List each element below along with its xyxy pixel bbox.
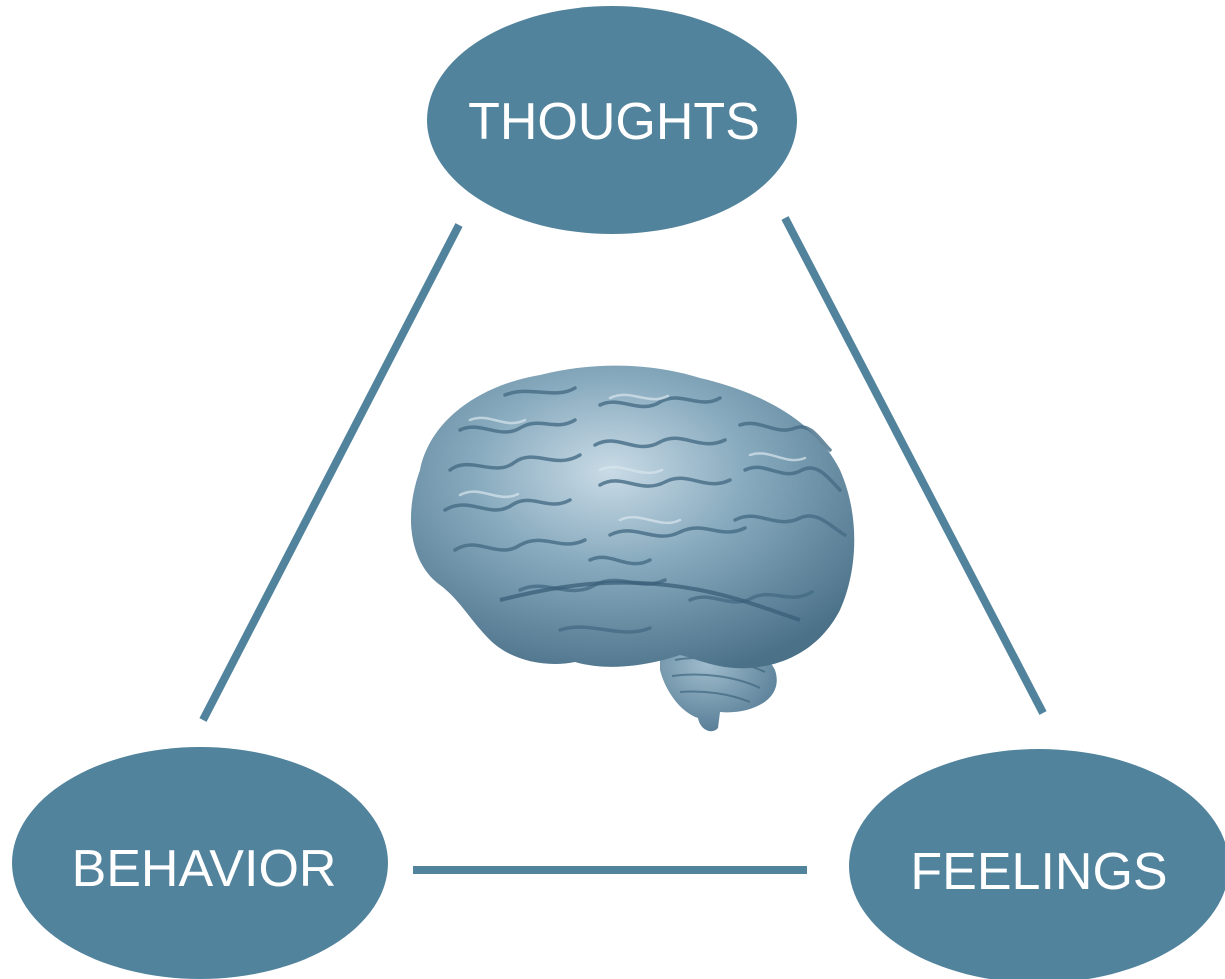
node-thoughts-label: THOUGHTS	[468, 93, 760, 151]
connector-thoughts-feelings	[781, 216, 1047, 715]
brain-image	[410, 365, 855, 732]
node-behavior: BEHAVIOR	[12, 747, 388, 979]
node-feelings-label: FEELINGS	[910, 843, 1167, 901]
connector-thoughts-behavior	[199, 223, 463, 722]
node-behavior-label: BEHAVIOR	[72, 840, 337, 898]
node-feelings: FEELINGS	[849, 749, 1225, 979]
node-thoughts: THOUGHTS	[427, 6, 797, 234]
